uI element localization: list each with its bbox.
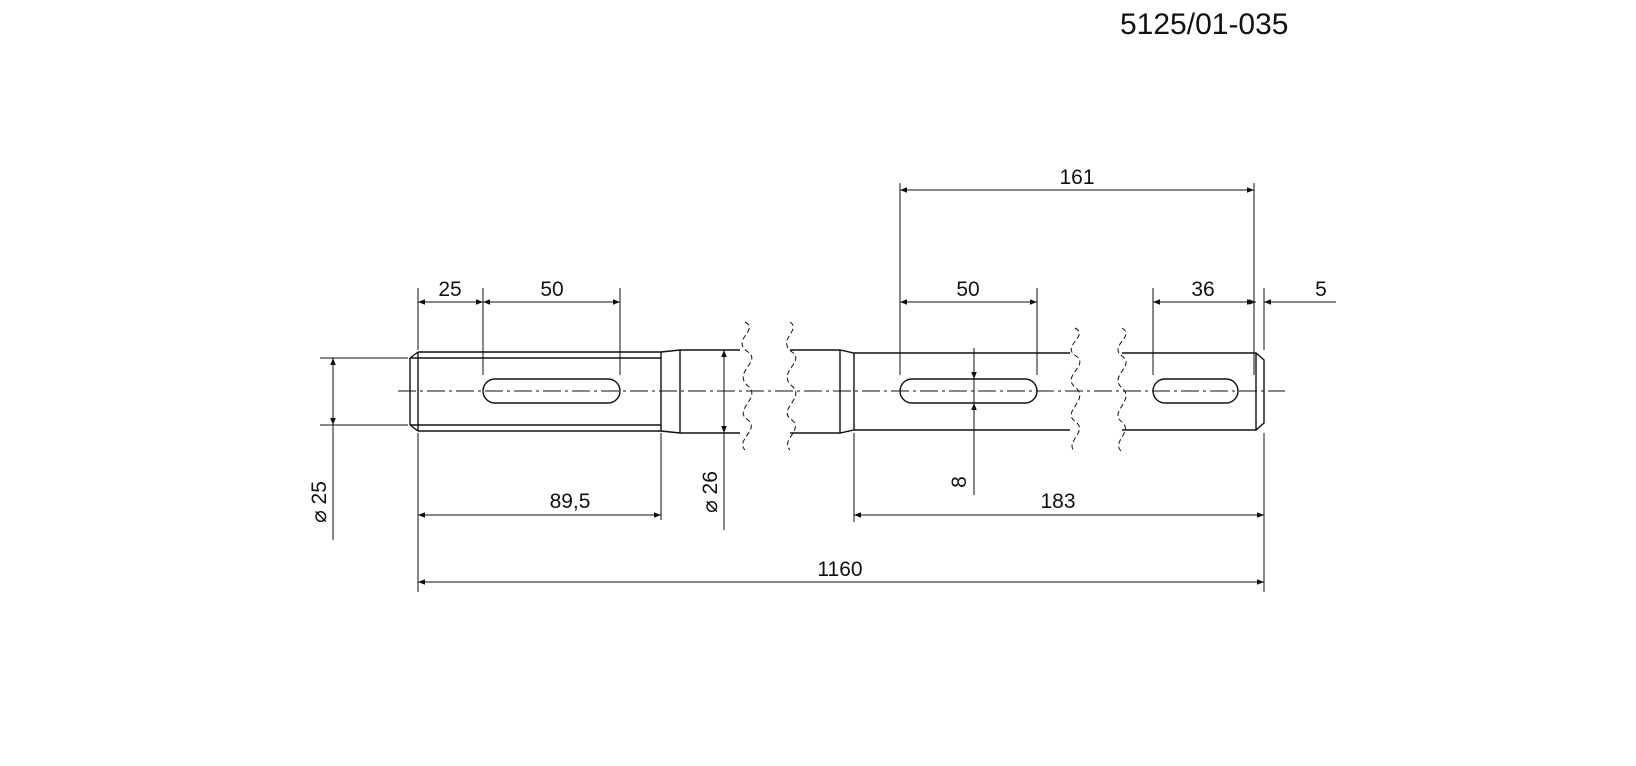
dimension-diameter-25: ⌀ 25: [308, 357, 408, 540]
dimension-183: 183: [853, 433, 1265, 592]
svg-text:5: 5: [1315, 278, 1327, 301]
svg-text:36: 36: [1191, 278, 1214, 301]
svg-text:161: 161: [1059, 166, 1094, 189]
break-line-right: [1070, 327, 1127, 453]
dimension-36: 36: [1152, 278, 1254, 375]
svg-text:89,5: 89,5: [550, 490, 591, 513]
svg-text:8: 8: [948, 476, 971, 488]
svg-text:⌀ 26: ⌀ 26: [699, 471, 722, 513]
drawing-number: 5125/01-035: [1120, 8, 1289, 41]
svg-text:1160: 1160: [817, 558, 862, 581]
shaft-shoulder: [660, 349, 740, 434]
shaft-middle-section: [790, 349, 1070, 434]
diameter-symbol: ⌀: [308, 504, 331, 522]
dimension-diameter-26: ⌀ 26: [699, 350, 727, 530]
svg-text:183: 183: [1040, 490, 1075, 513]
dimension-slot-width-8: 8: [948, 348, 977, 495]
dimension-25-offset: 25: [417, 278, 484, 375]
svg-text:50: 50: [540, 278, 563, 301]
dimension-1160: 1160: [417, 520, 1264, 592]
dimension-5: 5: [1240, 278, 1336, 350]
diameter-symbol: ⌀: [699, 494, 722, 512]
dimension-89-5: 89,5: [417, 433, 662, 520]
svg-text:⌀ 25: ⌀ 25: [308, 481, 331, 523]
break-line-left: [741, 321, 797, 451]
dimension-50-left-slot: 50: [483, 278, 621, 375]
keyway-slot-left: [482, 378, 621, 404]
svg-text:50: 50: [956, 278, 979, 301]
dimension-50-middle-slot: 50: [900, 278, 1038, 375]
svg-text:25: 25: [438, 278, 461, 301]
dimension-161: 161: [899, 166, 1255, 375]
